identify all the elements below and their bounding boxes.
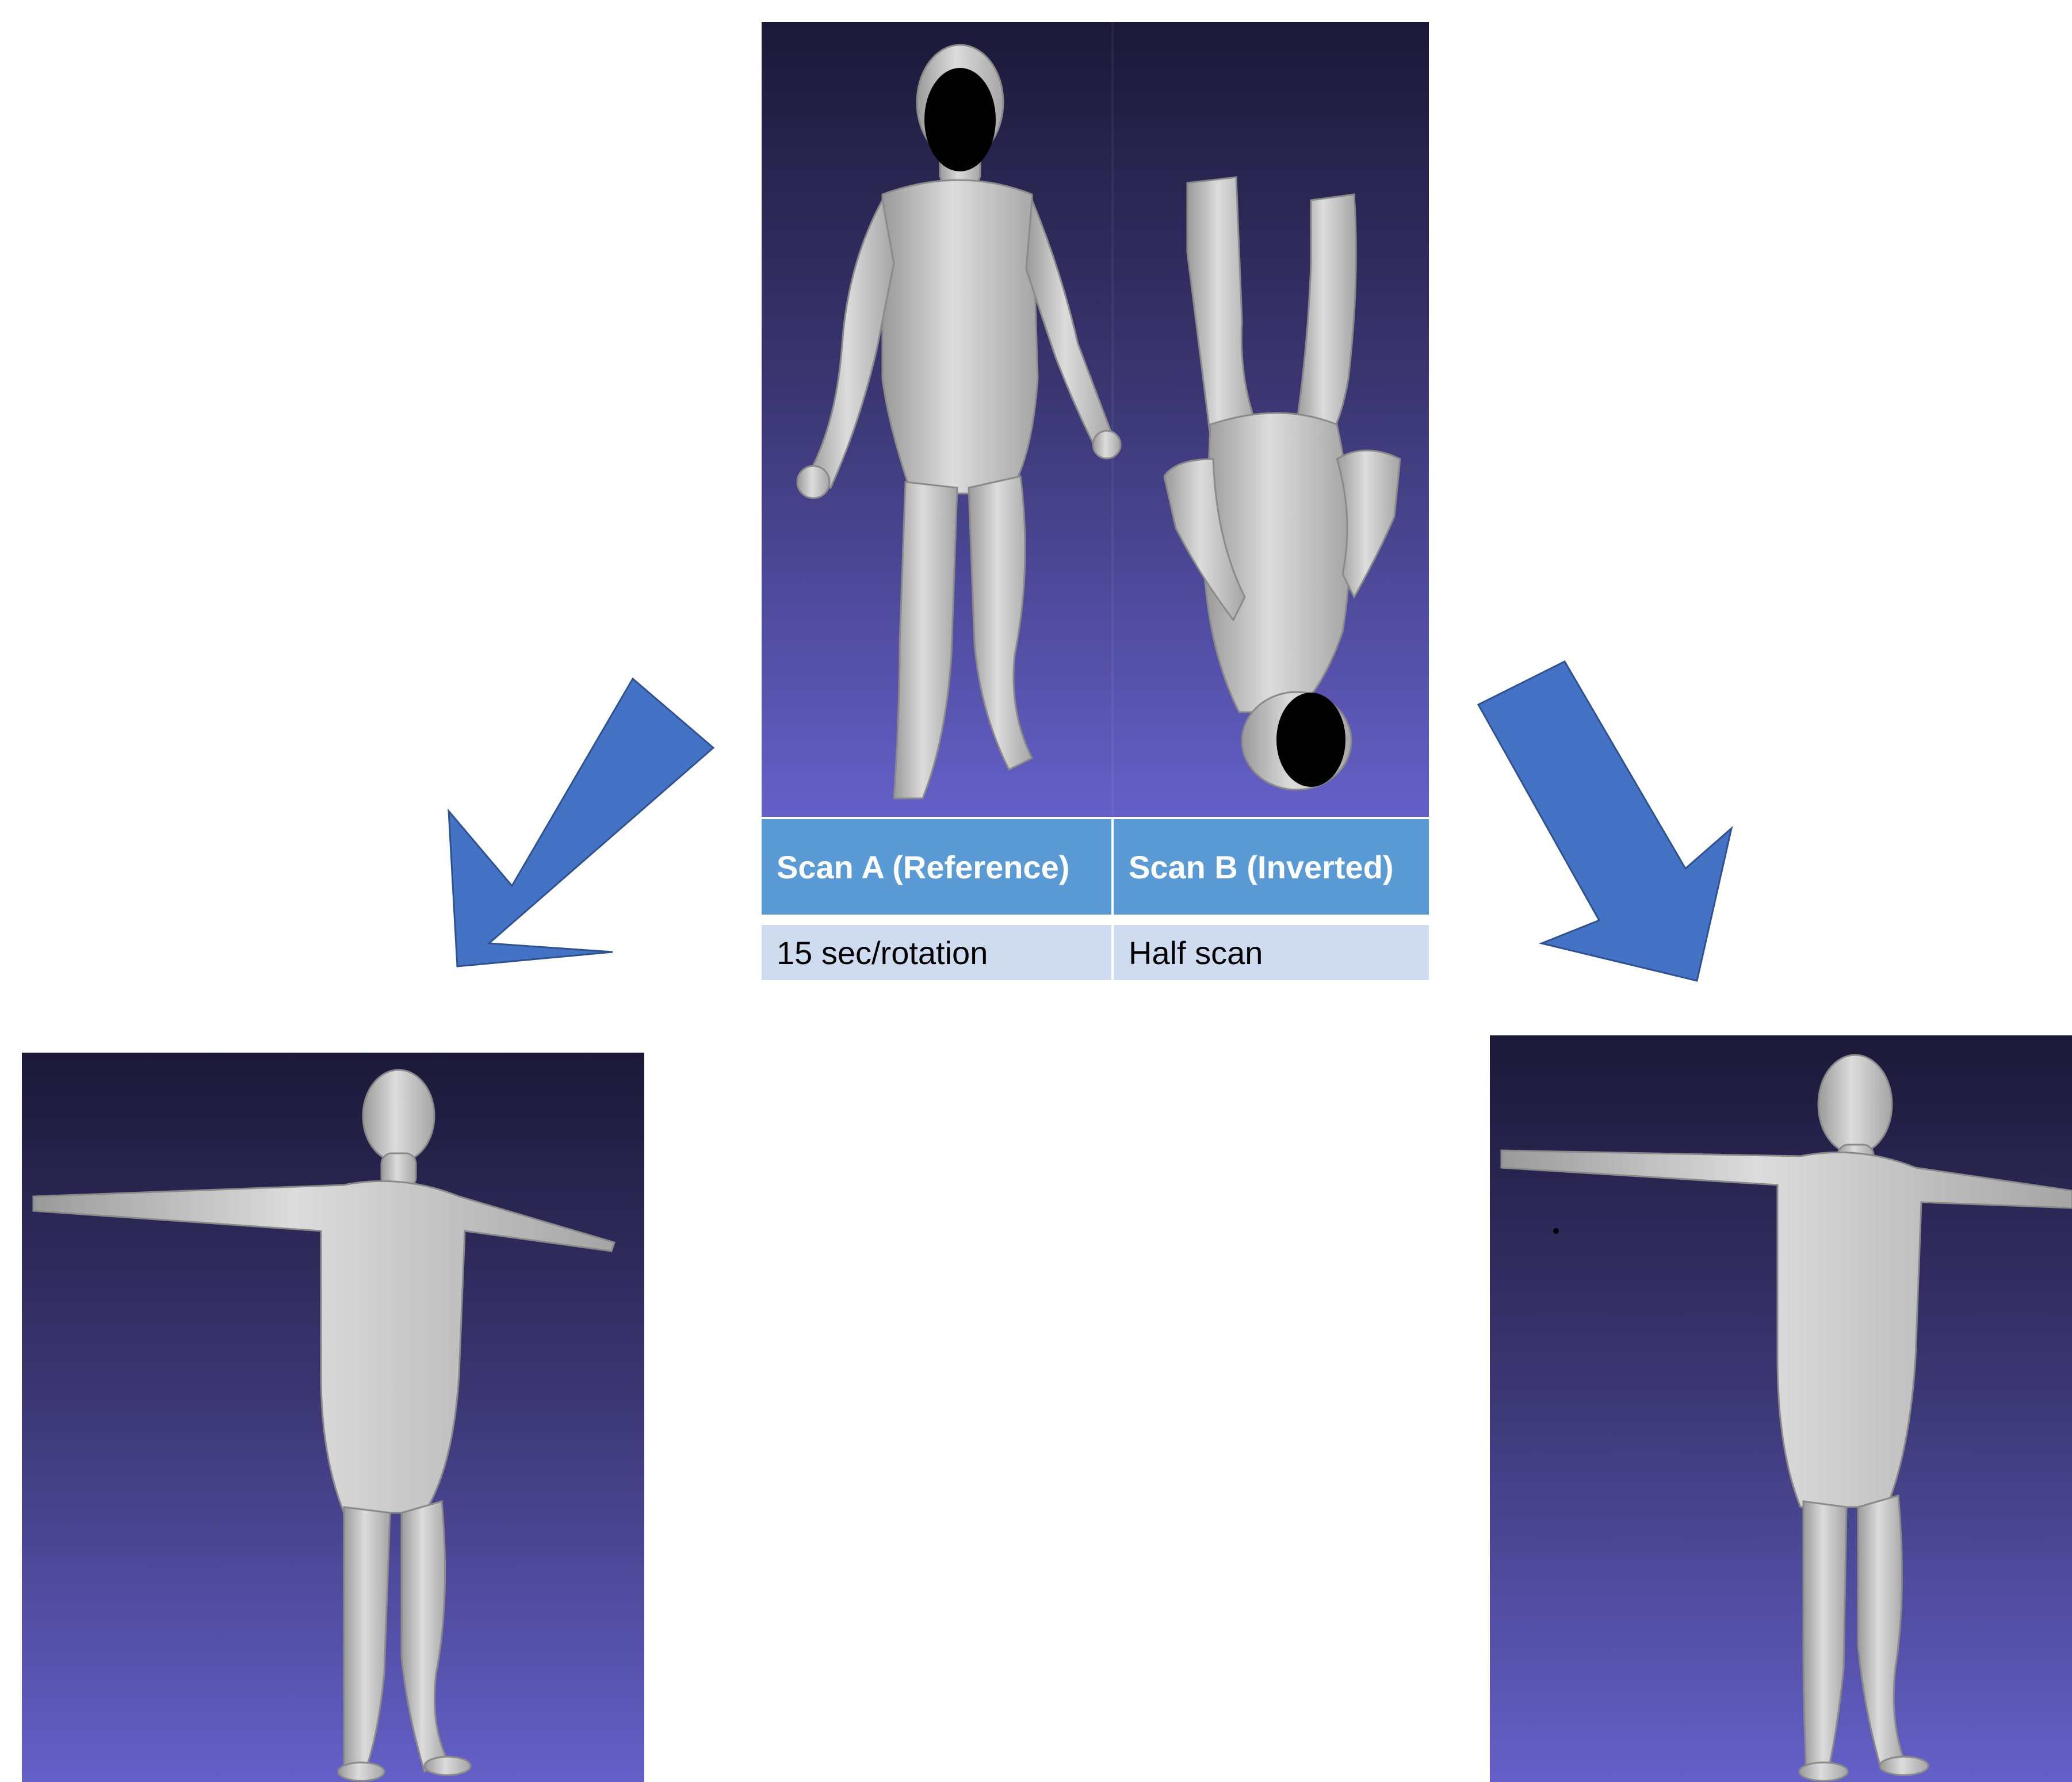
scan-info-table: Scan A (Reference) Scan B (Inverted) 15 … [762,817,1429,982]
fitted-model-a-image [22,1053,644,1782]
fitted-model-b-image [1490,1035,2072,1782]
right-arrow-icon [1478,661,1731,981]
mesh-artifact-dot [1553,1228,1559,1234]
left-arrow-icon [449,679,713,966]
scan-divider [1111,22,1114,817]
header-scan-b: Scan B (Inverted) [1113,818,1429,916]
tpose-figure-a [33,1070,614,1781]
header-scan-a: Scan A (Reference) [762,818,1113,916]
table-row: 15 sec/rotation Half scan [762,924,1429,981]
raw-scans-image [762,22,1429,817]
fitted-model-b-panel [1490,1035,2072,1782]
face-mask-b [1276,693,1345,787]
cell-scan-a-detail: 15 sec/rotation [762,924,1113,981]
fitted-model-a-panel [22,1053,644,1782]
face-mask-a [924,68,996,171]
scan-b-figure [1164,177,1400,790]
cell-scan-b-detail: Half scan [1113,924,1429,981]
raw-scans-panel [762,22,1429,817]
table-header-row: Scan A (Reference) Scan B (Inverted) [762,818,1429,916]
tpose-figure-b [1501,1055,2072,1781]
